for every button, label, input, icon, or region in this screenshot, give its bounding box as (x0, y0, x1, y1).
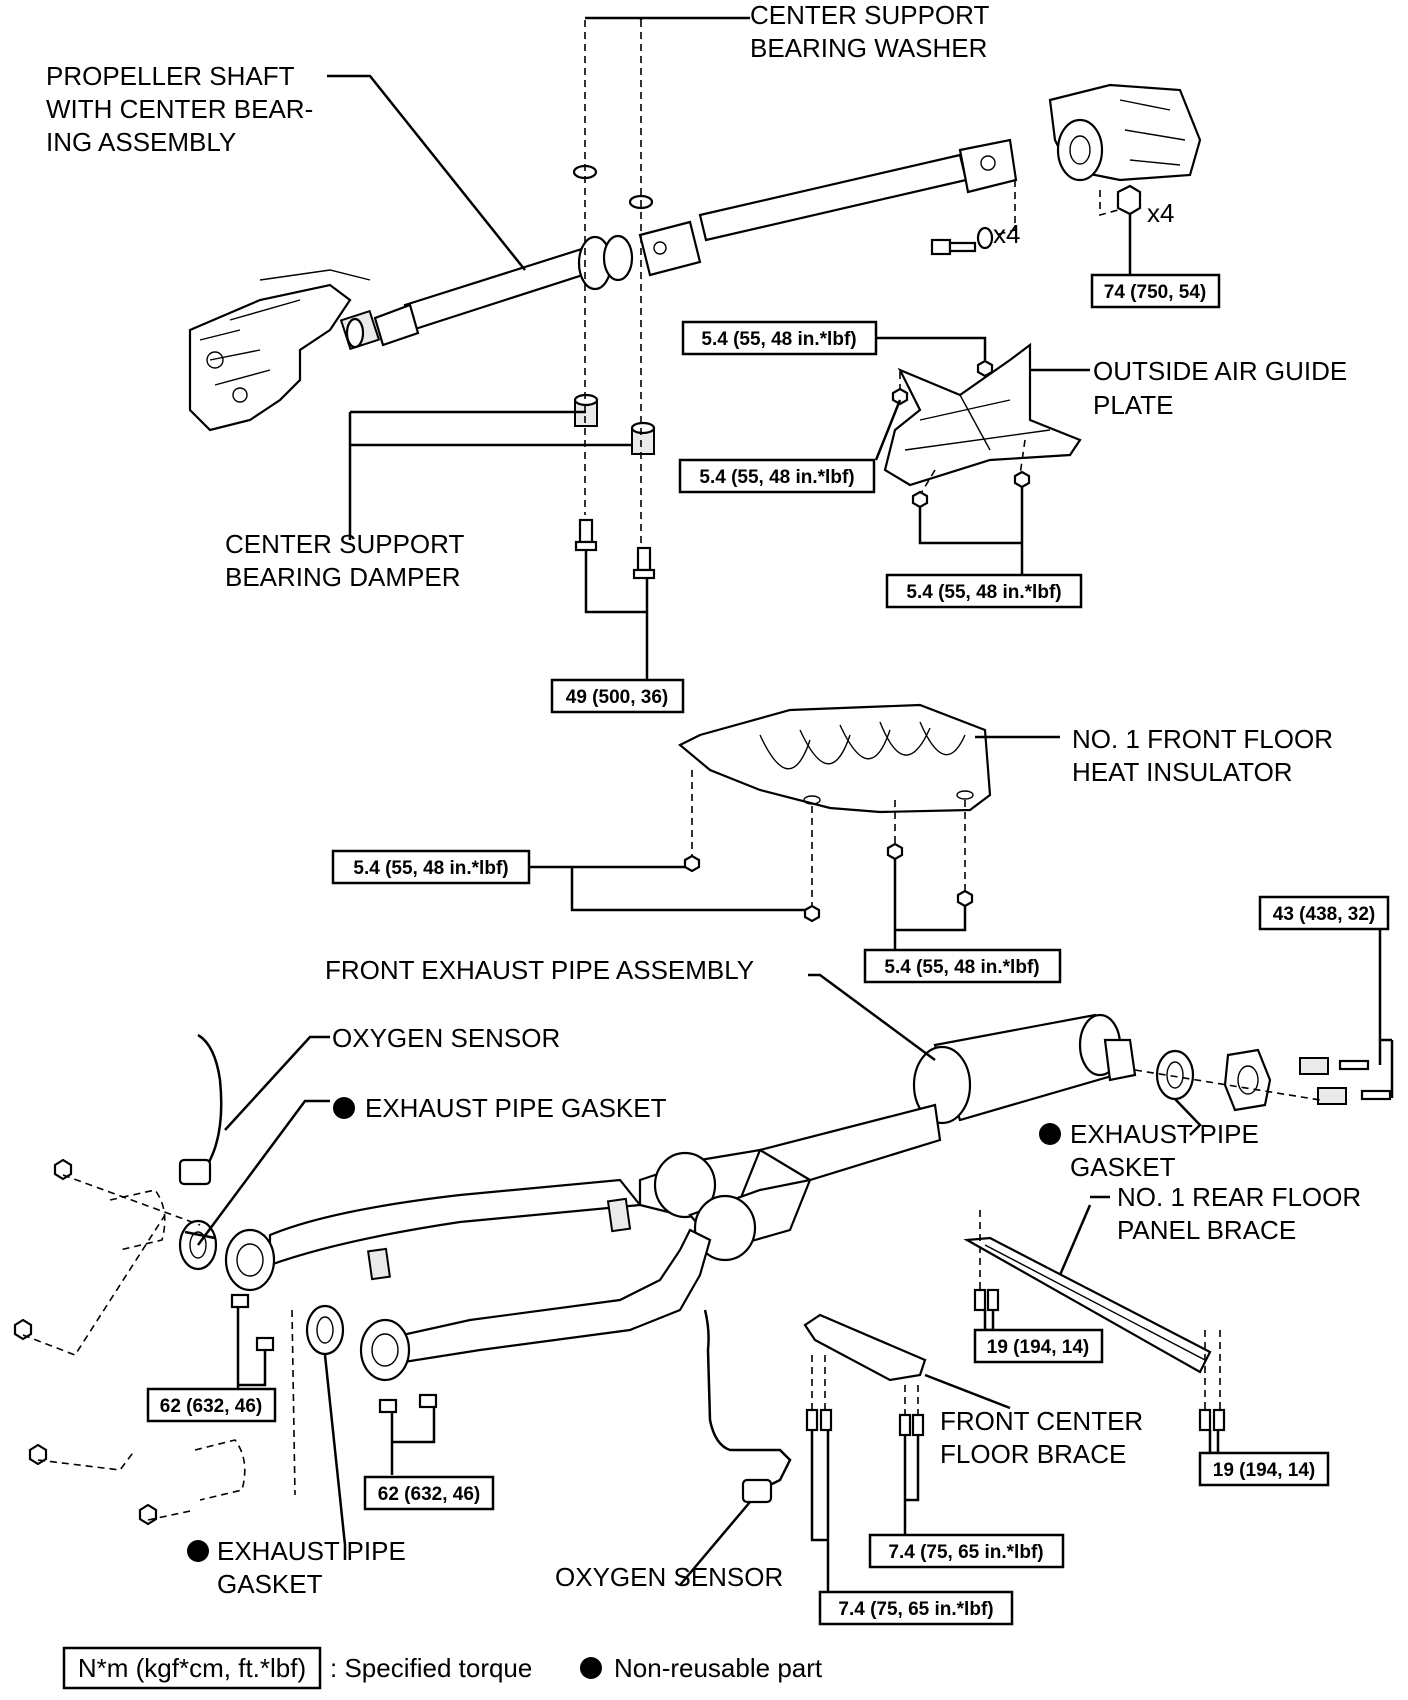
legend: N*m (kgf*cm, ft.*lbf) : Specified torque… (62, 1646, 823, 1690)
svg-text:FRONT CENTER: FRONT CENTER (940, 1406, 1143, 1436)
front-center-floor-brace (803, 1313, 927, 1382)
oxygen-sensor-upper (178, 1033, 223, 1186)
torque-flange-nut: 74 (750, 54) (1090, 273, 1221, 309)
center-bearing-bolts (574, 518, 656, 580)
torque-insulator-left: 5.4 (55, 48 in.*lbf) (331, 849, 531, 885)
label-exhaust-pipe-gasket-right: EXHAUST PIPE GASKET (1039, 1119, 1259, 1182)
legend-nonreusable-text: Non-reusable part (614, 1653, 823, 1683)
label-qty-x4-nut: x4 (1147, 198, 1174, 228)
nonreusable-bullet-icon (580, 1657, 602, 1679)
svg-text:NO. 1 FRONT FLOOR: NO. 1 FRONT FLOOR (1072, 724, 1333, 754)
svg-text:EXHAUST PIPE: EXHAUST PIPE (217, 1536, 406, 1566)
transmission-housing (188, 269, 371, 432)
label-qty-x4-washer: x4 (993, 219, 1020, 249)
svg-text:BEARING WASHER: BEARING WASHER (750, 33, 987, 63)
center-support-washers (572, 164, 654, 210)
torque-air-guide-upper: 5.4 (55, 48 in.*lbf) (681, 320, 878, 356)
label-front-center-floor-brace: FRONT CENTER FLOOR BRACE (940, 1406, 1143, 1469)
torque-center-bearing-bolts: 49 (500, 36) (550, 678, 685, 714)
svg-text:62 (632, 46): 62 (632, 46) (160, 1396, 262, 1417)
label-oxygen-sensor-upper: OXYGEN SENSOR (332, 1023, 560, 1053)
legend-torque-box (62, 1646, 322, 1690)
label-exhaust-pipe-gasket-lower: EXHAUST PIPE GASKET (187, 1536, 406, 1599)
torque-rear-brace-right: 19 (194, 14) (1198, 1451, 1330, 1487)
torque-insulator-right: 5.4 (55, 48 in.*lbf) (863, 948, 1062, 984)
svg-text:EXHAUST PIPE: EXHAUST PIPE (1070, 1119, 1259, 1149)
svg-text:FLOOR BRACE: FLOOR BRACE (940, 1439, 1126, 1469)
outside-air-guide-plate (883, 342, 1082, 487)
nonreusable-bullet-icon (187, 1540, 209, 1562)
nonreusable-bullet-icon (1039, 1123, 1061, 1145)
air-guide-nuts-lower (911, 470, 1031, 509)
svg-text:PROPELLER SHAFT: PROPELLER SHAFT (46, 61, 295, 91)
label-heat-insulator: NO. 1 FRONT FLOOR HEAT INSULATOR (1072, 724, 1333, 787)
svg-text:PANEL BRACE: PANEL BRACE (1117, 1215, 1296, 1245)
svg-text:5.4 (55, 48 in.*lbf): 5.4 (55, 48 in.*lbf) (701, 329, 856, 350)
svg-text:OUTSIDE AIR GUIDE: OUTSIDE AIR GUIDE (1093, 356, 1347, 386)
svg-text:BEARING DAMPER: BEARING DAMPER (225, 562, 461, 592)
svg-text:GASKET: GASKET (1070, 1152, 1176, 1182)
torque-center-brace-left: 7.4 (75, 65 in.*lbf) (818, 1590, 1014, 1626)
heat-insulator (678, 703, 992, 814)
svg-text:19 (194, 14): 19 (194, 14) (987, 1337, 1089, 1358)
svg-text:49 (500, 36): 49 (500, 36) (566, 687, 668, 708)
legend-torque-text: : Specified torque (330, 1653, 532, 1683)
svg-text:5.4 (55, 48 in.*lbf): 5.4 (55, 48 in.*lbf) (699, 467, 854, 488)
oxygen-sensor-lower (703, 1309, 792, 1504)
legend-torque-unit: N*m (kgf*cm, ft.*lbf) (78, 1653, 306, 1683)
torque-front-flange-left: 62 (632, 46) (146, 1387, 277, 1423)
torque-center-brace-right: 7.4 (75, 65 in.*lbf) (868, 1533, 1065, 1569)
svg-text:CENTER SUPPORT: CENTER SUPPORT (750, 0, 989, 30)
insulator-nuts (683, 842, 974, 923)
torque-air-guide-lower: 5.4 (55, 48 in.*lbf) (885, 573, 1083, 609)
label-front-exhaust-pipe-assembly: FRONT EXHAUST PIPE ASSEMBLY (325, 955, 754, 985)
nonreusable-bullet-icon (333, 1097, 355, 1119)
svg-text:WITH CENTER BEAR-: WITH CENTER BEAR- (46, 94, 313, 124)
svg-text:5.4 (55, 48 in.*lbf): 5.4 (55, 48 in.*lbf) (353, 858, 508, 879)
svg-text:43 (438, 32): 43 (438, 32) (1273, 904, 1375, 925)
svg-text:5.4 (55, 48 in.*lbf): 5.4 (55, 48 in.*lbf) (884, 957, 1039, 978)
svg-text:EXHAUST PIPE GASKET: EXHAUST PIPE GASKET (365, 1093, 667, 1123)
propeller-shaft (339, 138, 1018, 351)
svg-text:GASKET: GASKET (217, 1569, 323, 1599)
manifold-ends (13, 1158, 246, 1526)
svg-text:7.4 (75, 65 in.*lbf): 7.4 (75, 65 in.*lbf) (888, 1542, 1043, 1563)
svg-text:CENTER SUPPORT: CENTER SUPPORT (225, 529, 464, 559)
flange-bolt-washer (930, 226, 994, 256)
label-exhaust-pipe-gasket-upper: EXHAUST PIPE GASKET (333, 1093, 667, 1123)
front-exhaust-pipe (224, 1013, 1137, 1382)
svg-text:62 (632, 46): 62 (632, 46) (378, 1484, 480, 1505)
svg-text:PLATE: PLATE (1093, 390, 1173, 420)
svg-text:NO. 1 REAR FLOOR: NO. 1 REAR FLOOR (1117, 1182, 1361, 1212)
svg-text:ING ASSEMBLY: ING ASSEMBLY (46, 127, 236, 157)
svg-text:7.4 (75, 65 in.*lbf): 7.4 (75, 65 in.*lbf) (838, 1599, 993, 1620)
svg-text:HEAT INSULATOR: HEAT INSULATOR (1072, 757, 1293, 787)
label-center-support-bearing-washer: CENTER SUPPORT BEARING WASHER (750, 0, 989, 63)
torque-rear-brace-left: 19 (194, 14) (973, 1328, 1104, 1364)
torque-air-guide-middle: 5.4 (55, 48 in.*lbf) (678, 458, 876, 494)
differential-flange (1048, 83, 1202, 182)
label-center-support-bearing-damper: CENTER SUPPORT BEARING DAMPER (225, 529, 464, 592)
torque-rear-flange-bolts: 43 (438, 32) (1258, 895, 1390, 931)
rear-brace-bolts (973, 1288, 1226, 1432)
rear-flange-springs (1223, 1048, 1392, 1112)
label-outside-air-guide-plate: OUTSIDE AIR GUIDE PLATE (1093, 356, 1347, 420)
svg-text:5.4 (55, 48 in.*lbf): 5.4 (55, 48 in.*lbf) (906, 582, 1061, 603)
label-rear-floor-panel-brace: NO. 1 REAR FLOOR PANEL BRACE (1117, 1182, 1361, 1245)
svg-text:74 (750, 54): 74 (750, 54) (1104, 282, 1206, 303)
rear-floor-panel-brace (963, 1236, 1212, 1374)
front-flange-bolts (230, 1293, 438, 1414)
svg-text:19 (194, 14): 19 (194, 14) (1213, 1460, 1315, 1481)
label-oxygen-sensor-lower: OXYGEN SENSOR (555, 1562, 783, 1592)
center-support-dampers (573, 393, 656, 455)
torque-front-flange-right: 62 (632, 46) (363, 1475, 495, 1511)
flange-nut (1116, 184, 1142, 216)
label-propeller-shaft: PROPELLER SHAFT WITH CENTER BEAR- ING AS… (46, 61, 313, 157)
